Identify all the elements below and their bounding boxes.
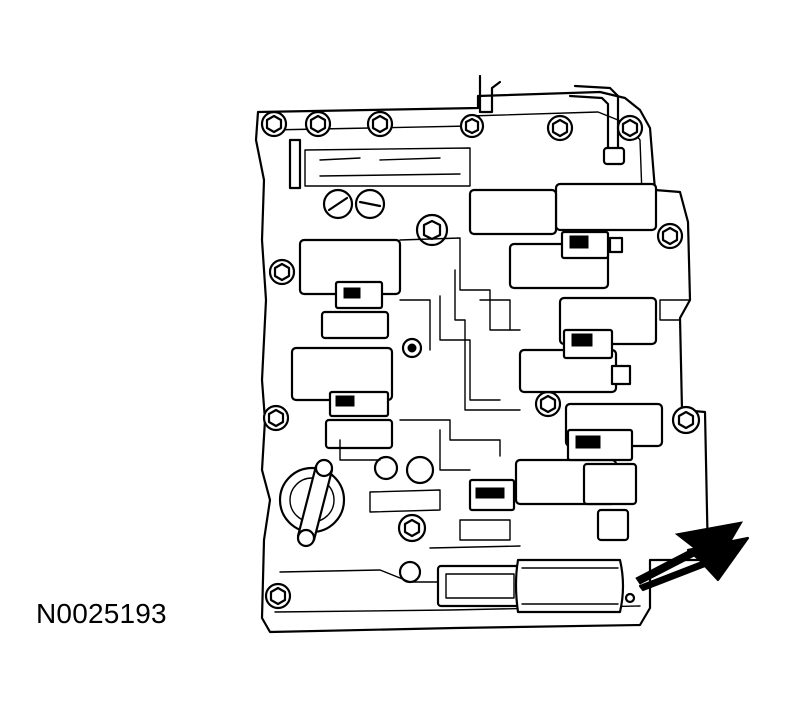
solenoid-connector-1 bbox=[560, 230, 624, 260]
solenoid-connector-5 bbox=[566, 428, 634, 462]
callout-arrow bbox=[635, 521, 750, 592]
figure-id-label: N0025193 bbox=[36, 598, 167, 629]
solenoid-connector-4 bbox=[324, 390, 394, 450]
valve-bore-top-right bbox=[554, 182, 658, 232]
solenoid-connector-6 bbox=[468, 462, 638, 542]
accumulator bbox=[278, 458, 346, 548]
solenoid-connector-3 bbox=[562, 328, 632, 386]
bolt-group bbox=[260, 110, 701, 610]
top-tube bbox=[478, 74, 502, 114]
target-solenoid bbox=[436, 558, 636, 614]
adjusting-screw-right bbox=[354, 188, 386, 220]
check-valve-spring bbox=[401, 337, 423, 359]
valve-body-outline bbox=[254, 90, 710, 634]
solenoid-connector-2 bbox=[320, 280, 390, 340]
adjusting-screw-left bbox=[322, 188, 354, 220]
